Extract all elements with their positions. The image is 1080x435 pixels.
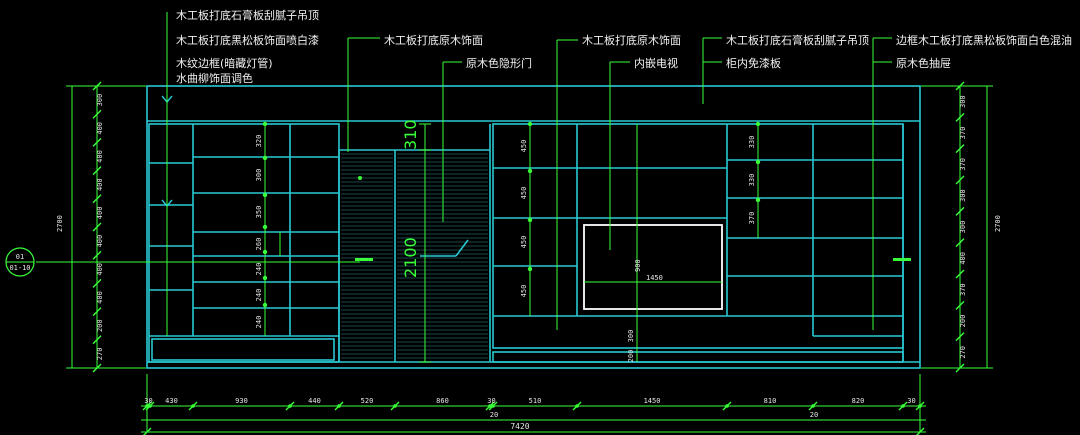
note-ceiling-left: 木工板打底石膏板刮腻子吊顶 xyxy=(176,8,319,22)
right-shelf-dim: 370 xyxy=(748,212,756,225)
center-shelf-dim: 450 xyxy=(520,187,528,200)
left-shelf-dim: 260 xyxy=(255,238,263,251)
left-shelf-dim: 350 xyxy=(255,206,263,219)
left-shelf-dim: 320 xyxy=(255,135,263,148)
right-shelf-dim: 330 xyxy=(748,136,756,149)
note-wood-veneer: 木工板打底原木饰面 xyxy=(384,33,483,47)
right-vertical-dim: 400 xyxy=(959,252,967,265)
left-vertical-dim: 400 xyxy=(96,150,104,163)
center-base-dim: 200 xyxy=(627,350,635,363)
right-handle xyxy=(893,258,911,261)
bottom-ticks xyxy=(142,401,925,435)
door-swing xyxy=(420,239,469,257)
bottom-dim: 520 xyxy=(361,397,374,405)
side-ticks xyxy=(92,81,965,373)
leader-lines xyxy=(36,12,892,363)
note-frame-white: 边框木工板打底黑松板饰面白色混油 xyxy=(896,33,1072,47)
bottom-dim: 30 xyxy=(487,397,495,405)
note-cabinet-board: 柜内免漆板 xyxy=(726,56,781,70)
left-vertical-dim: 270 xyxy=(96,348,104,361)
center-base xyxy=(492,351,904,363)
center-shelf-dim: 450 xyxy=(520,236,528,249)
right-vertical-dim: 200 xyxy=(959,315,967,328)
section-marker: 01 01-10 xyxy=(5,247,35,277)
center-shelf-dim: 450 xyxy=(520,285,528,298)
right-vertical-dim: 370 xyxy=(959,127,967,140)
dimension-dots xyxy=(262,121,761,308)
bottom-dim: 440 xyxy=(308,397,321,405)
center-cabinet xyxy=(492,123,904,349)
left-vertical-dim: 200 xyxy=(96,319,104,332)
section-marker-bottom: 01-10 xyxy=(9,264,30,272)
bottom-dim: 1450 xyxy=(644,397,661,405)
bottom-dim: 510 xyxy=(529,397,542,405)
section-marker-top: 01 xyxy=(16,253,24,261)
left-cabinet xyxy=(148,123,340,363)
door-handle xyxy=(355,258,373,261)
note-wood-veneer-center: 木工板打底原木饰面 xyxy=(582,33,681,47)
right-vertical-dim: 300 xyxy=(959,221,967,234)
left-shelf-dim: 240 xyxy=(255,289,263,302)
left-drawer xyxy=(151,338,335,361)
note-ceiling-right: 木工板打底石膏板刮腻子吊顶 xyxy=(726,33,869,47)
left-total-dim: 2700 xyxy=(56,215,64,232)
bottom-small-1: 20 xyxy=(490,411,498,419)
bottom-dim: 930 xyxy=(235,397,248,405)
note-embedded-tv: 内嵌电视 xyxy=(634,56,678,70)
center-shelf-dim: 450 xyxy=(520,140,528,153)
door-top-dim: 310 xyxy=(401,119,420,150)
total-width-dim: 7420 xyxy=(510,422,529,431)
right-vertical-dim: 300 xyxy=(959,189,967,202)
note-hidden-door: 原木色隐形门 xyxy=(466,56,532,70)
left-vertical-dim: 400 xyxy=(96,291,104,304)
tv-frame xyxy=(583,224,723,310)
elevation-outline xyxy=(146,85,921,369)
bottom-dim: 30 xyxy=(144,397,152,405)
left-shelf-dim: 300 xyxy=(255,169,263,182)
bottom-dim: 30 xyxy=(907,397,915,405)
tv-height-dim: 900 xyxy=(634,259,642,272)
bottom-dim: 810 xyxy=(764,397,777,405)
left-vertical-dim: 400 xyxy=(96,207,104,220)
bottom-dim: 860 xyxy=(436,397,449,405)
door-hatch xyxy=(341,153,488,359)
note-ash-veneer: 水曲柳饰面调色 xyxy=(176,71,253,85)
right-vertical-dim: 370 xyxy=(959,283,967,296)
left-vertical-dim: 400 xyxy=(96,122,104,135)
door-height-dim: 2100 xyxy=(401,237,420,278)
bottom-dim: 430 xyxy=(165,397,178,405)
bottom-small-2: 20 xyxy=(810,411,818,419)
right-shelf-dim: 330 xyxy=(748,174,756,187)
right-vertical-dim: 370 xyxy=(959,158,967,171)
tv-width-dim: 1450 xyxy=(646,274,663,282)
left-vertical-dim: 400 xyxy=(96,235,104,248)
right-vertical-dim: 300 xyxy=(959,95,967,108)
left-shelf-dim: 240 xyxy=(255,316,263,329)
right-vertical-dim: 270 xyxy=(959,346,967,359)
left-vertical-dim: 400 xyxy=(96,178,104,191)
left-shelf-dim: 240 xyxy=(255,263,263,276)
left-vertical-dim: 400 xyxy=(96,263,104,276)
center-base-dim: 300 xyxy=(627,330,635,343)
left-vertical-dim: 300 xyxy=(96,94,104,107)
note-pine-paint: 木工板打底黑松板饰面喷白漆 xyxy=(176,33,319,47)
note-wood-frame: 木纹边框(暗藏灯管) xyxy=(176,56,273,70)
note-drawer: 原木色抽屉 xyxy=(896,56,951,70)
bottom-dim: 820 xyxy=(852,397,865,405)
dimension-labels: 320 300 350 260 240 240 240 450 450 450 450 300 200 3… xyxy=(96,94,967,405)
right-total-dim: 2700 xyxy=(994,215,1002,232)
